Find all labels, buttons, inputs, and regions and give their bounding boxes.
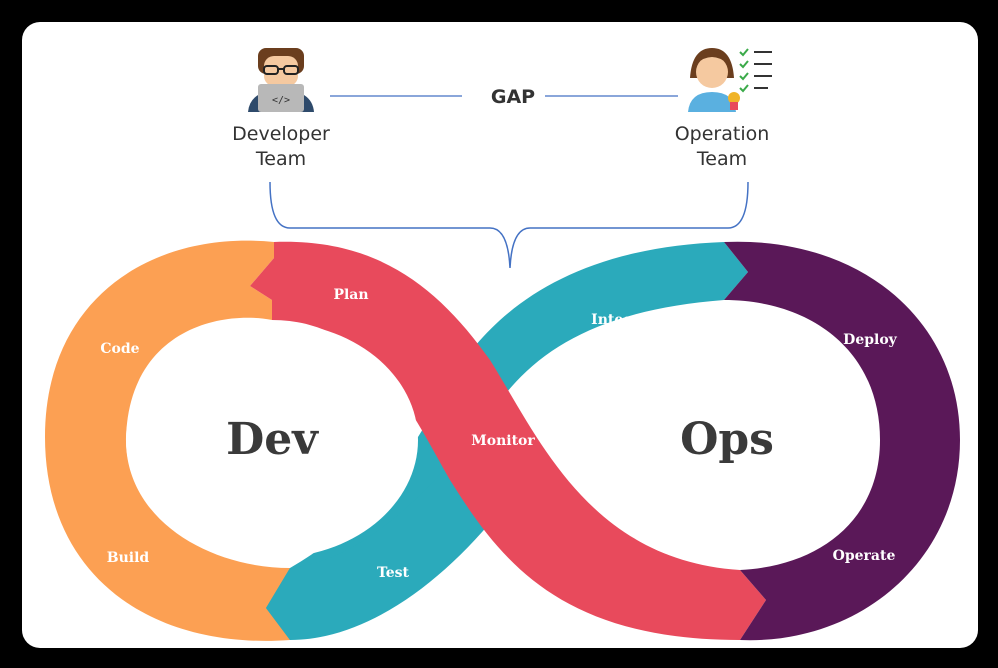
dev-label: Dev: [226, 414, 319, 465]
ops-hole: [578, 315, 878, 565]
deploy-operate-segment: [724, 241, 960, 641]
step-deploy: Deploy: [843, 332, 897, 348]
plan-monitor-segment: [250, 241, 766, 641]
developer-team-label-line2: Team: [255, 148, 306, 170]
step-monitor: Monitor: [471, 433, 535, 449]
step-plan: Plan: [333, 287, 368, 303]
svg-text:</>: </>: [272, 95, 290, 106]
operator-icon: [688, 48, 772, 112]
step-operate: Operate: [833, 548, 896, 564]
ops-label: Ops: [680, 414, 774, 465]
step-integrate: Integrate: [591, 312, 665, 328]
gap-label: GAP: [491, 86, 535, 108]
step-test: Test: [377, 565, 410, 581]
developer-icon: </>: [248, 48, 314, 112]
step-code: Code: [100, 341, 139, 357]
step-build: Build: [107, 550, 150, 566]
code-build-segment: [45, 240, 290, 641]
operation-team-label-line1: Operation: [675, 123, 770, 145]
brace: [269, 181, 749, 269]
developer-team-label-line1: Developer: [232, 123, 330, 145]
operation-team-label-line2: Team: [696, 148, 747, 170]
dev-hole: [126, 322, 418, 558]
